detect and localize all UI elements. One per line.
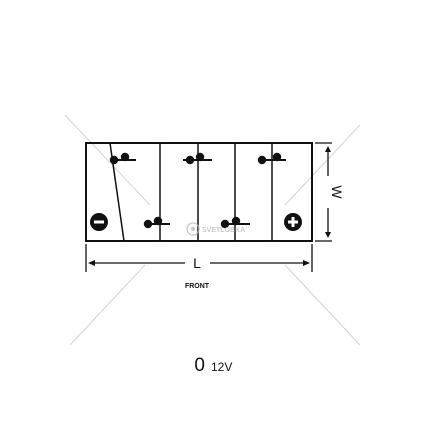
connector-bottom-1 <box>143 216 170 229</box>
length-dimension <box>85 244 313 272</box>
positive-terminal-icon <box>284 213 302 231</box>
layout-code: 0 <box>194 355 205 376</box>
guide-lines <box>64 114 361 346</box>
connector-top-3 <box>257 152 286 165</box>
front-label: FRONT <box>185 283 210 290</box>
connector-top-2 <box>183 152 212 165</box>
width-dimension <box>315 142 332 242</box>
bottom-connectors <box>143 216 250 229</box>
watermark: SVETLOBKA <box>186 222 245 236</box>
battery-outline <box>85 142 313 242</box>
watermark-text: SVETLOBKA <box>202 227 245 234</box>
width-label: W <box>329 185 345 199</box>
top-connectors <box>109 152 286 165</box>
length-label: L <box>193 255 201 271</box>
voltage-label: 12V <box>211 360 232 374</box>
connector-bottom-2 <box>220 216 250 229</box>
connector-top-1 <box>109 152 136 165</box>
negative-terminal-icon <box>90 213 108 231</box>
